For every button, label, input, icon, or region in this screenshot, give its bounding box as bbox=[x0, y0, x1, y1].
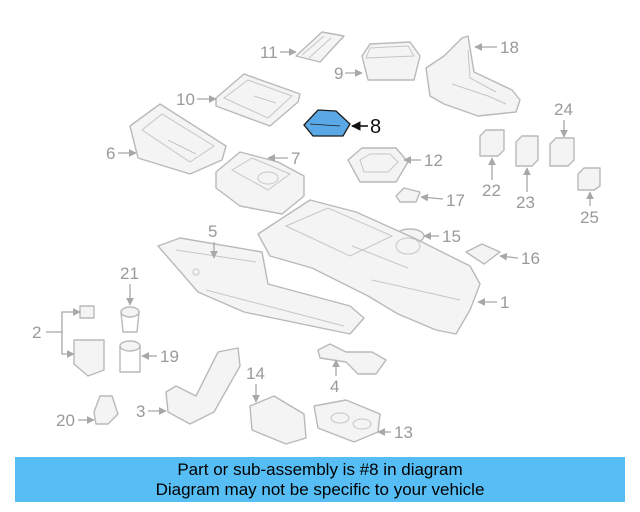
callout-19: 19 bbox=[141, 347, 179, 366]
svg-text:1: 1 bbox=[500, 293, 509, 312]
svg-text:19: 19 bbox=[160, 347, 179, 366]
part-25 bbox=[577, 167, 601, 191]
part-24 bbox=[549, 137, 575, 167]
svg-text:16: 16 bbox=[521, 249, 540, 268]
part-22 bbox=[479, 129, 505, 157]
info-banner: Part or sub-assembly is #8 in diagram Di… bbox=[15, 457, 625, 502]
svg-text:5: 5 bbox=[208, 222, 217, 241]
svg-text:24: 24 bbox=[554, 100, 573, 119]
callout-5: 5 bbox=[208, 222, 218, 259]
banner-line-2: Diagram may not be specific to your vehi… bbox=[155, 479, 485, 499]
part-3 bbox=[165, 347, 241, 425]
svg-text:2: 2 bbox=[32, 323, 41, 342]
part-10 bbox=[215, 73, 301, 127]
callout-24: 24 bbox=[554, 100, 573, 138]
svg-text:22: 22 bbox=[482, 181, 501, 200]
part-23 bbox=[515, 135, 539, 167]
callout-2: 2 bbox=[32, 308, 81, 358]
svg-text:11: 11 bbox=[260, 43, 278, 62]
svg-text:4: 4 bbox=[330, 377, 339, 396]
callout-11: 11 bbox=[260, 43, 297, 62]
banner-line-1: Part or sub-assembly is #8 in diagram bbox=[177, 459, 463, 479]
callout-17: 17 bbox=[420, 191, 465, 210]
part-21 bbox=[120, 306, 140, 333]
svg-text:14: 14 bbox=[246, 364, 265, 383]
part-1 bbox=[257, 199, 481, 335]
svg-text:17: 17 bbox=[446, 191, 465, 210]
svg-text:23: 23 bbox=[516, 193, 535, 212]
callout-18: 18 bbox=[474, 38, 519, 57]
callout-23: 23 bbox=[516, 167, 535, 212]
part-14 bbox=[249, 395, 307, 445]
svg-text:18: 18 bbox=[500, 38, 519, 57]
part-6 bbox=[129, 103, 227, 175]
svg-text:6: 6 bbox=[106, 144, 115, 163]
callout-4: 4 bbox=[330, 359, 340, 396]
callout-16: 16 bbox=[499, 249, 540, 268]
part-7 bbox=[215, 151, 305, 215]
part-9 bbox=[361, 41, 421, 81]
parts-diagram: 11 9 18 10 8 24 6 7 12 22 23 17 bbox=[32, 31, 601, 445]
callout-15: 15 bbox=[423, 227, 461, 246]
part-8-highlight bbox=[303, 109, 351, 137]
callout-12: 12 bbox=[403, 151, 443, 170]
part-20 bbox=[93, 395, 119, 425]
part-18 bbox=[425, 35, 521, 117]
callout-1: 1 bbox=[477, 293, 509, 312]
part-13 bbox=[313, 399, 381, 443]
callout-3: 3 bbox=[136, 402, 167, 421]
svg-text:20: 20 bbox=[56, 411, 75, 430]
part-12 bbox=[347, 147, 409, 183]
callout-14: 14 bbox=[246, 364, 265, 403]
svg-text:8: 8 bbox=[370, 116, 381, 138]
callout-22: 22 bbox=[482, 157, 501, 200]
svg-text:10: 10 bbox=[176, 90, 195, 109]
callout-10: 10 bbox=[176, 90, 217, 109]
callout-7: 7 bbox=[267, 149, 300, 168]
callout-13: 13 bbox=[377, 423, 413, 442]
callout-6: 6 bbox=[106, 144, 137, 163]
svg-text:7: 7 bbox=[291, 149, 300, 168]
svg-text:12: 12 bbox=[424, 151, 443, 170]
callout-25: 25 bbox=[580, 191, 599, 227]
part-8 bbox=[303, 109, 351, 137]
svg-text:21: 21 bbox=[120, 264, 139, 283]
svg-text:9: 9 bbox=[334, 64, 343, 83]
svg-text:25: 25 bbox=[580, 208, 599, 227]
part-11 bbox=[295, 31, 345, 63]
part-17 bbox=[395, 187, 421, 203]
callout-20: 20 bbox=[56, 411, 95, 430]
svg-text:15: 15 bbox=[442, 227, 461, 246]
callout-21: 21 bbox=[120, 264, 139, 306]
part-4 bbox=[317, 343, 387, 375]
svg-text:3: 3 bbox=[136, 402, 145, 421]
callout-9: 9 bbox=[334, 64, 363, 83]
svg-text:13: 13 bbox=[394, 423, 413, 442]
callout-8: 8 bbox=[351, 116, 381, 138]
part-16 bbox=[465, 243, 501, 265]
part-19 bbox=[119, 340, 141, 373]
part-2 bbox=[73, 305, 105, 377]
